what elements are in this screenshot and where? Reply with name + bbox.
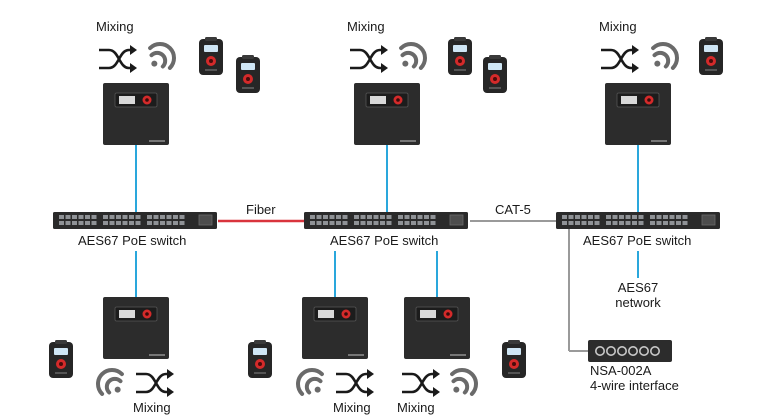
base-station bbox=[354, 83, 420, 150]
switch-label: AES67 PoE switch bbox=[78, 233, 187, 248]
wireless-beltpack bbox=[446, 37, 474, 82]
mixing-icon bbox=[599, 42, 643, 81]
mixing-label: Mixing bbox=[397, 400, 435, 415]
switch-label: AES67 PoE switch bbox=[330, 233, 439, 248]
wireless-signal-icon bbox=[391, 38, 431, 83]
wireless-beltpack bbox=[500, 340, 528, 385]
base-station bbox=[103, 83, 169, 150]
wireless-signal-icon bbox=[643, 38, 683, 83]
wireless-beltpack bbox=[197, 37, 225, 82]
aes67-poe-switch bbox=[304, 212, 468, 234]
mixing-icon bbox=[348, 42, 392, 81]
nsa-label-line1: NSA-002A bbox=[590, 363, 652, 378]
mixing-label: Mixing bbox=[96, 19, 134, 34]
fiber-label: Fiber bbox=[246, 202, 276, 217]
mixing-label: Mixing bbox=[133, 400, 171, 415]
aes67-poe-switch bbox=[53, 212, 217, 234]
cat5-label: CAT-5 bbox=[495, 202, 531, 217]
wireless-signal-icon bbox=[292, 364, 332, 409]
mixing-label: Mixing bbox=[333, 400, 371, 415]
base-station bbox=[605, 83, 671, 150]
mixing-label: Mixing bbox=[347, 19, 385, 34]
wireless-beltpack bbox=[47, 340, 75, 385]
wireless-signal-icon bbox=[442, 364, 482, 409]
wireless-beltpack bbox=[481, 55, 509, 100]
base-station bbox=[103, 297, 169, 364]
mixing-icon bbox=[400, 366, 444, 405]
mixing-label: Mixing bbox=[599, 19, 637, 34]
base-station bbox=[404, 297, 470, 364]
mixing-icon bbox=[334, 366, 378, 405]
wireless-signal-icon bbox=[92, 364, 132, 409]
aes67-network-line1: AES67 bbox=[617, 280, 659, 295]
wireless-beltpack bbox=[697, 37, 725, 82]
nsa-label-line2: 4-wire interface bbox=[590, 377, 679, 393]
wireless-beltpack bbox=[246, 340, 274, 385]
aes67-poe-switch bbox=[556, 212, 720, 234]
base-station bbox=[302, 297, 368, 364]
mixing-icon bbox=[134, 366, 178, 405]
nsa-002a-interface bbox=[588, 340, 672, 367]
switch-label: AES67 PoE switch bbox=[583, 233, 692, 248]
aes67-network-line2: network bbox=[615, 294, 661, 310]
aes67-network-label: AES67 network bbox=[615, 280, 661, 311]
wireless-beltpack bbox=[234, 55, 262, 100]
wireless-signal-icon bbox=[140, 38, 180, 83]
nsa-label: NSA-002A 4-wire interface bbox=[590, 363, 679, 394]
mixing-icon bbox=[97, 42, 141, 81]
